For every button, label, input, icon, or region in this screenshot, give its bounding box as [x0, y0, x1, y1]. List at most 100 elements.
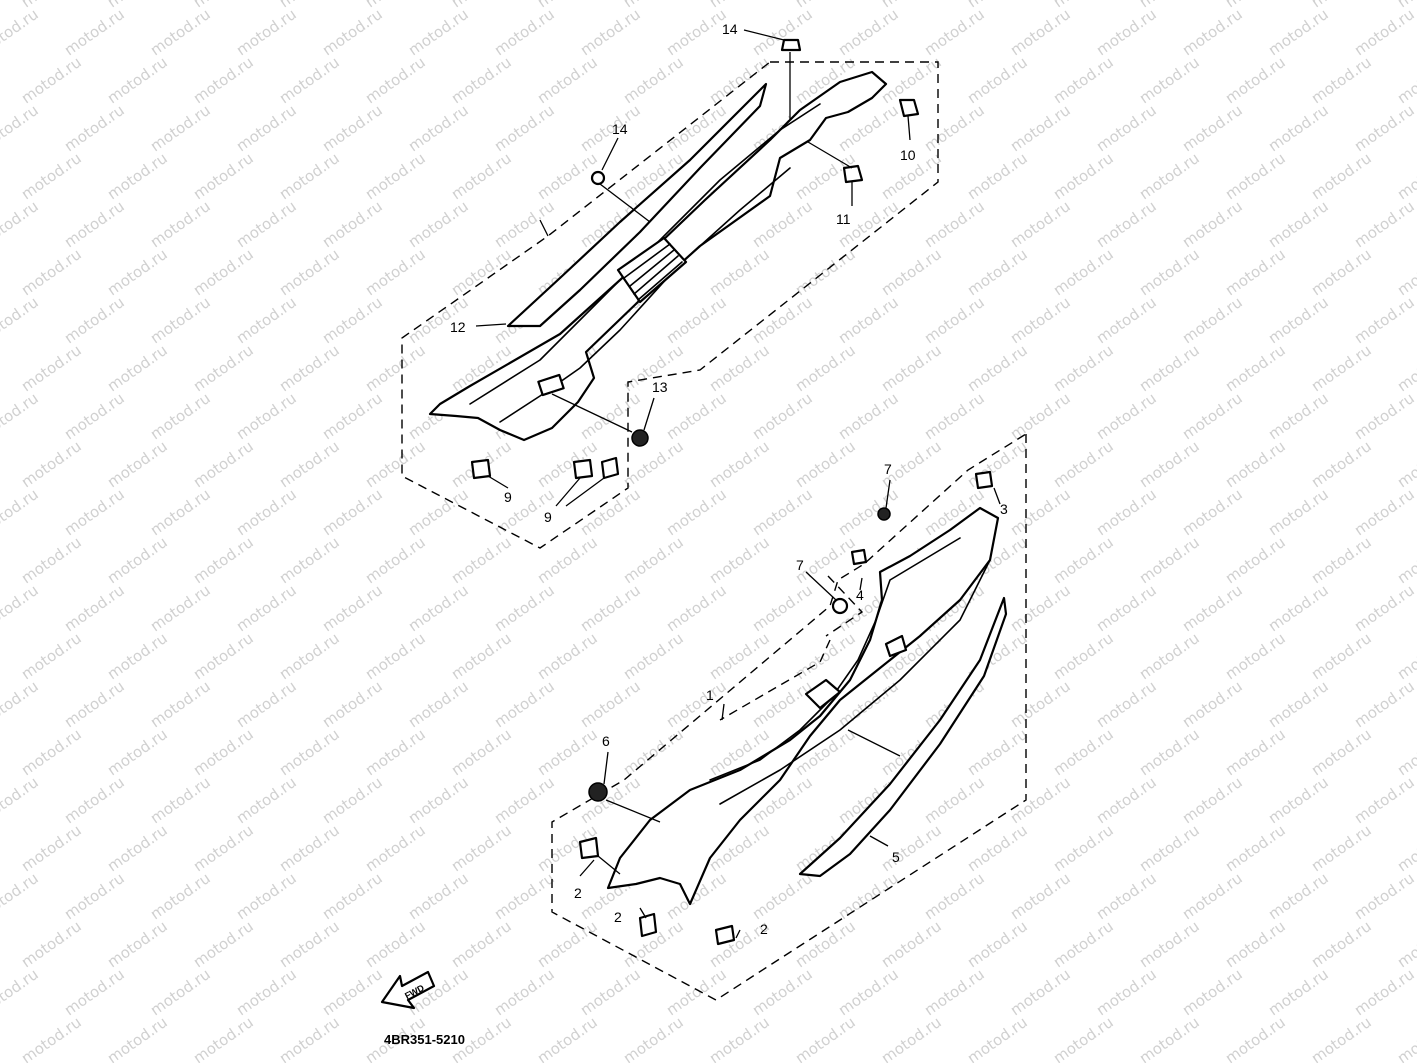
watermark-text: motod.ru [18, 245, 85, 299]
watermark-text: motod.ru [61, 965, 128, 1019]
watermark-text: motod.ru [233, 389, 300, 443]
watermark-text: motod.ru [276, 533, 343, 587]
watermark-text: motod.ru [276, 149, 343, 203]
watermark-text: motod.ru [190, 437, 257, 491]
watermark-text: motod.ru [706, 533, 773, 587]
watermark-text: motod.ru [749, 581, 816, 635]
callout-2-b: 2 [614, 909, 622, 925]
watermark-text: motod.ru [1308, 629, 1375, 683]
watermark-text: motod.ru [190, 821, 257, 875]
watermark-text: motod.ru [921, 389, 988, 443]
callout-7-top: 7 [884, 461, 892, 477]
watermark-text: motod.ru [0, 581, 42, 635]
watermark-text: motod.ru [405, 197, 472, 251]
watermark-text: motod.ru [233, 197, 300, 251]
watermark-text: motod.ru [534, 53, 601, 107]
watermark-text: motod.ru [1179, 581, 1246, 635]
watermark-text: motod.ru [620, 1013, 687, 1063]
watermark-text: motod.ru [577, 101, 644, 155]
callout-2-c: 2 [760, 921, 768, 937]
clip-9-a [470, 458, 492, 480]
clip-9-b [572, 458, 594, 480]
watermark-text: motod.ru [18, 53, 85, 107]
watermark-text: motod.ru [1007, 869, 1074, 923]
watermark-text: motod.ru [319, 293, 386, 347]
watermark-text: motod.ru [663, 5, 730, 59]
watermark-text: motod.ru [1351, 197, 1417, 251]
leaders-upper [475, 29, 911, 507]
watermark-text: motod.ru [1136, 53, 1203, 107]
watermark-text: motod.ru [104, 341, 171, 395]
watermark-text: motod.ru [362, 245, 429, 299]
watermark-text: motod.ru [964, 53, 1031, 107]
watermark-text: motod.ru [405, 101, 472, 155]
watermark-text: motod.ru [448, 725, 515, 779]
watermark-text: motod.ru [362, 53, 429, 107]
watermark-text: motod.ru [18, 437, 85, 491]
watermark-text: motod.ru [0, 869, 42, 923]
watermark-text: motod.ru [104, 1013, 171, 1063]
watermark-text: motod.ru [18, 821, 85, 875]
watermark-text: motod.ru [362, 629, 429, 683]
watermark-text: motod.ru [147, 485, 214, 539]
watermark-text: motod.ru [1222, 245, 1289, 299]
watermark-text: motod.ru [104, 245, 171, 299]
watermark-text: motod.ru [1351, 485, 1417, 539]
watermark-text: motod.ru [1222, 1013, 1289, 1063]
watermark-text: motod.ru [964, 341, 1031, 395]
watermark-text: motod.ru [319, 5, 386, 59]
watermark-text: motod.ru [1222, 341, 1289, 395]
watermark-text: motod.ru [276, 917, 343, 971]
watermark-text: motod.ru [1007, 197, 1074, 251]
tab-1 [804, 678, 842, 710]
watermark-text: motod.ru [1222, 437, 1289, 491]
watermark-text: motod.ru [233, 869, 300, 923]
watermark-text: motod.ru [319, 197, 386, 251]
watermark-text: motod.ru [835, 485, 902, 539]
watermark-text: motod.ru [276, 629, 343, 683]
watermark-text: motod.ru [964, 245, 1031, 299]
upper-assembly [401, 29, 939, 549]
watermark-text: motod.ru [104, 533, 171, 587]
watermark-text: motod.ru [1222, 629, 1289, 683]
callout-7-mid: 7 [796, 557, 804, 573]
watermark-text: motod.ru [1351, 773, 1417, 827]
watermark-text: motod.ru [1093, 965, 1160, 1019]
callout-9-b: 9 [544, 509, 552, 525]
watermark-text: motod.ru [147, 293, 214, 347]
watermark-text: motod.ru [1007, 5, 1074, 59]
watermark-text: motod.ru [749, 677, 816, 731]
watermark-text: motod.ru [835, 5, 902, 59]
watermark-text: motod.ru [921, 965, 988, 1019]
watermark-text: motod.ru [190, 725, 257, 779]
watermark-text: motod.ru [233, 965, 300, 1019]
watermark-text: motod.ru [104, 917, 171, 971]
watermark-text: motod.ru [792, 1013, 859, 1063]
watermark-text: motod.ru [190, 341, 257, 395]
callout-4: 4 [856, 587, 864, 603]
bracket-10 [898, 98, 920, 118]
watermark-text: motod.ru [1007, 293, 1074, 347]
watermark-text: motod.ru [18, 149, 85, 203]
lower-inner-boundary [719, 575, 864, 721]
callout-3: 3 [1000, 501, 1008, 517]
clip-2-a [578, 836, 600, 860]
watermark-text: motod.ru [1394, 149, 1417, 203]
watermark-text: motod.ru [1265, 773, 1332, 827]
watermark-text: motod.ru [1179, 389, 1246, 443]
watermark-text: motod.ru [1050, 341, 1117, 395]
watermark-text: motod.ru [1308, 149, 1375, 203]
watermark-text: motod.ru [405, 485, 472, 539]
watermark-text: motod.ru [61, 485, 128, 539]
watermark-text: motod.ru [319, 389, 386, 443]
watermark-text: motod.ru [190, 53, 257, 107]
watermark-text: motod.ru [1222, 725, 1289, 779]
watermark-text: motod.ru [18, 341, 85, 395]
watermark-text: motod.ru [1394, 725, 1417, 779]
watermark-text: motod.ru [577, 773, 644, 827]
watermark-text: motod.ru [706, 629, 773, 683]
watermark-text: motod.ru [1007, 965, 1074, 1019]
watermark-text: motod.ru [1265, 5, 1332, 59]
watermark-text: motod.ru [233, 5, 300, 59]
